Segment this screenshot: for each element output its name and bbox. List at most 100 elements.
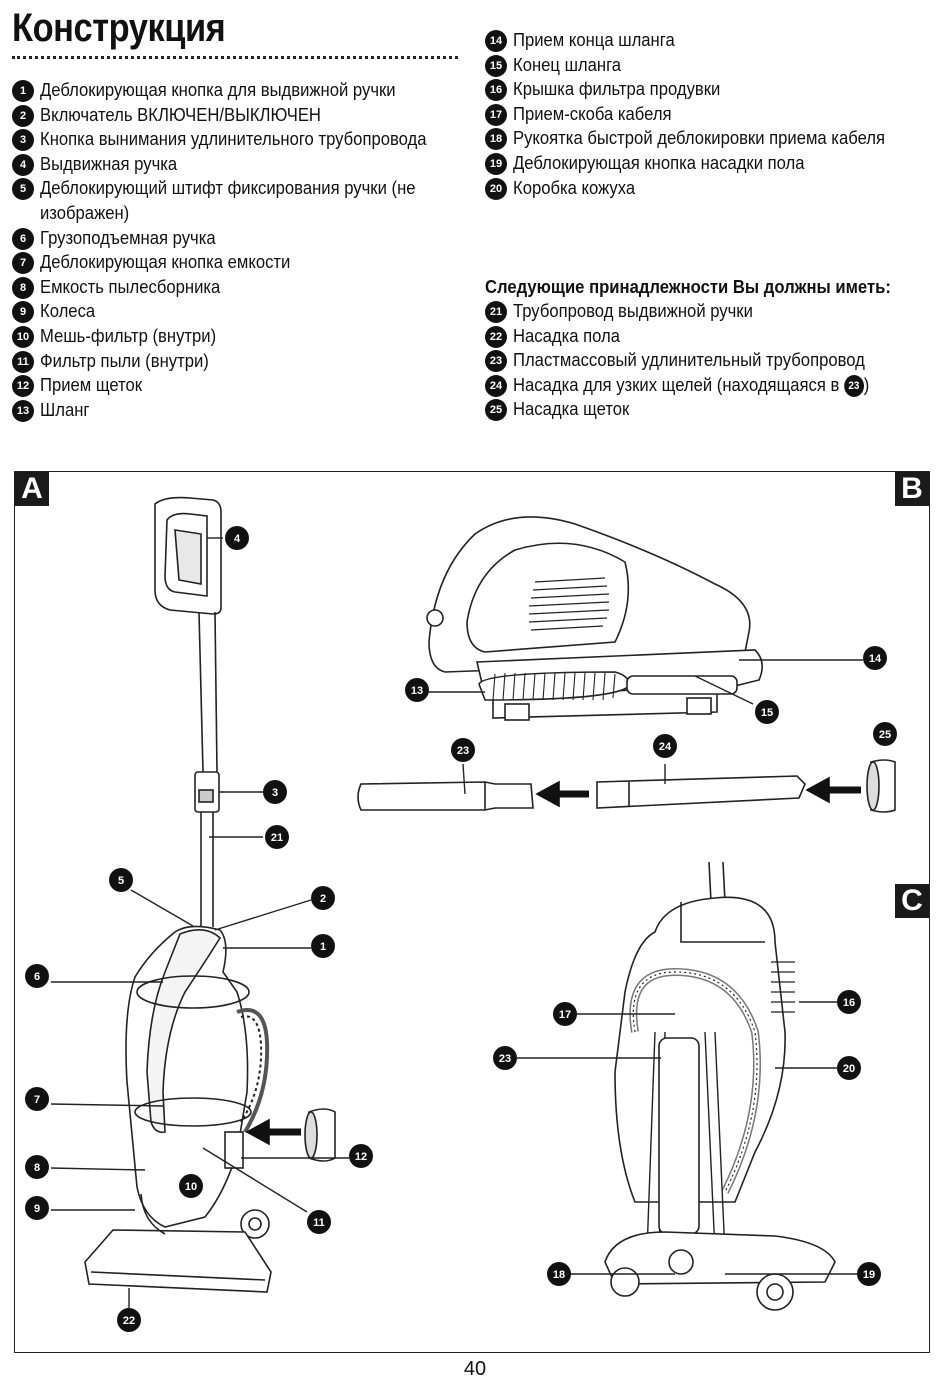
callout-marker-a [311, 934, 335, 958]
item-number-badge: 3 [12, 129, 34, 152]
list-item: 4 Выдвижная ручка [12, 152, 469, 177]
item-label-text: Насадка для узких щелей (находящаяся в [513, 373, 844, 395]
item-number-badge: 17 [485, 103, 507, 126]
callout-number: 6 [34, 971, 40, 983]
panel-c-drawing [604, 861, 836, 1311]
list-item: 18 Рукоятка быстрой деблокировки приема к… [485, 126, 926, 151]
list-item: 6 Грузоподъемная ручка [12, 226, 469, 251]
item-number-badge: 24 [485, 374, 507, 397]
item-number-badge: 14 [485, 30, 507, 52]
item-label-text: Выдвижная ручка [40, 152, 178, 174]
callout-number: 15 [761, 707, 773, 719]
item-label: Кнопка вынимания удлинительного трубопро… [40, 127, 427, 152]
item-label-text: Кнопка вынимания удлинительного трубопро… [40, 128, 427, 150]
callout-number: 5 [118, 875, 124, 887]
callout-number: 13 [411, 685, 423, 697]
callout-marker-b [873, 722, 897, 746]
item-number-badge: 20 [485, 177, 507, 200]
item-label-text: Рукоятка быстрой деблокировки приема каб… [513, 127, 886, 149]
item-label-text: Деблокирующая кнопка емкости [40, 251, 291, 273]
item-label-text: Прием щеток [40, 374, 143, 396]
item-label: Прием щеток [40, 373, 142, 398]
callout-marker-b [863, 646, 887, 670]
item-label: Колеса [40, 299, 95, 324]
item-label: Трубопровод выдвижной ручки [513, 299, 753, 324]
item-number-badge: 21 [485, 301, 507, 323]
list-item: 13 Шланг [12, 398, 469, 423]
item-number-badge: 12 [12, 375, 34, 398]
list-item: 21 Трубопровод выдвижной ручки [485, 299, 909, 324]
item-label-text: Емкость пылесборника [40, 275, 221, 297]
item-label-text: Колеса [40, 300, 96, 322]
list-item: 16 Крышка фильтра продувки [485, 77, 926, 102]
panel-a-drawing [84, 496, 336, 1293]
callout-marker-a [25, 1087, 49, 1111]
callout-marker-a [117, 1308, 141, 1332]
callout-number: 20 [843, 1063, 855, 1075]
item-label-text: Пластмассовый удлинительный трубопровод [513, 349, 865, 371]
item-label-text: Конец шланга [513, 53, 622, 75]
page-number: 40 [463, 1358, 487, 1380]
callout-marker-b [405, 678, 429, 702]
callout-marker-a [179, 1174, 203, 1198]
callout-number: 3 [272, 787, 278, 799]
callout-number: 22 [123, 1315, 135, 1327]
callout-number: 25 [879, 729, 891, 741]
item-label: Пластмассовый удлинительный трубопровод [513, 348, 865, 373]
panel-label-c: C [895, 884, 929, 918]
item-number-badge: 11 [12, 350, 34, 373]
callout-marker-c [547, 1262, 571, 1286]
callout-number: 18 [553, 1269, 565, 1281]
callout-number: 1 [320, 941, 326, 953]
item-label: Емкость пылесборника [40, 275, 220, 300]
item-number-badge: 15 [485, 54, 507, 77]
panel-b-drawing [357, 516, 896, 813]
list-item: 24 Насадка для узких щелей (находящаяся в… [485, 373, 909, 398]
callout-marker-a [311, 886, 335, 910]
item-label: Рукоятка быстрой деблокировки приема каб… [513, 126, 885, 151]
item-label: Включатель ВКЛЮЧЕН/ВЫКЛЮЧЕН [40, 103, 321, 128]
item-number-badge: 6 [12, 227, 34, 250]
item-number-badge: 16 [485, 79, 507, 102]
item-label-text: Грузоподъемная ручка [40, 226, 216, 248]
item-label-text: Деблокирующая кнопка насадки пола [513, 151, 805, 173]
item-number-badge: 13 [12, 399, 34, 422]
item-number-badge: 19 [485, 152, 507, 175]
item-label-text: Крышка фильтра продувки [513, 78, 721, 100]
callout-number: 19 [863, 1269, 875, 1281]
item-label-text: Коробка кожуха [513, 176, 636, 198]
callout-number: 23 [457, 745, 469, 757]
callout-marker-c [857, 1262, 881, 1286]
callout-marker-b [653, 734, 677, 758]
item-number-badge: 2 [12, 104, 34, 127]
item-label: Шланг [40, 398, 90, 423]
item-label: Насадка для узких щелей (находящаяся в 2… [513, 373, 869, 398]
list-item: 20 Коробка кожуха [485, 176, 926, 201]
item-label-text: Насадка щеток [513, 398, 630, 420]
item-number-badge: 18 [485, 128, 507, 151]
item-number-badge: 8 [12, 276, 34, 299]
callout-marker-a [265, 825, 289, 849]
callout-marker-a [225, 526, 249, 550]
panel-label-b: B [895, 472, 929, 506]
item-number-badge: 22 [485, 325, 507, 348]
callout-marker-a [263, 780, 287, 804]
item-number-badge: 7 [12, 252, 34, 275]
callout-number: 14 [869, 653, 882, 665]
callout-marker-a [25, 964, 49, 988]
callout-marker-c [837, 990, 861, 1014]
callout-marker-b [451, 738, 475, 762]
callout-number: 10 [185, 1181, 197, 1193]
item-number-badge: 4 [12, 153, 34, 176]
item-label-text: Трубопровод выдвижной ручки [513, 300, 753, 321]
callout-marker-a [109, 868, 133, 892]
callout-number: 8 [34, 1162, 40, 1174]
